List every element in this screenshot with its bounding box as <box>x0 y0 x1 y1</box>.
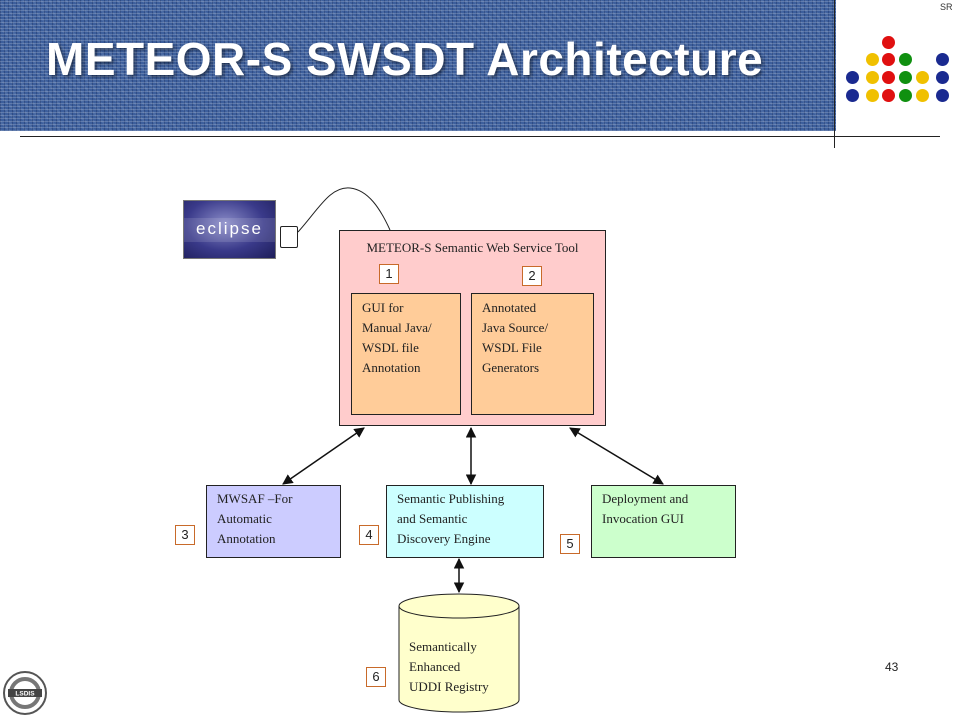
arrow-tool-mwsaf <box>282 427 365 485</box>
dot <box>936 71 949 84</box>
lsdis-logo: LSDIS <box>3 671 47 715</box>
dot <box>936 53 949 66</box>
svg-text:LSDIS: LSDIS <box>15 691 35 698</box>
tool-label: METEOR-S Semantic Web Service Tool <box>366 240 579 255</box>
plug-icon <box>280 226 298 248</box>
publishing-discovery-engine: Semantic Publishing and Semantic Discove… <box>386 485 544 558</box>
mwsaf-module: MWSAF –For Automatic Annotation <box>206 485 341 558</box>
page-number: 43 <box>885 660 899 674</box>
dot <box>866 71 879 84</box>
deployment-invocation-gui: Deployment and Invocation GUI <box>591 485 736 558</box>
semantic-web-service-tool: METEOR-S Semantic Web Service Tool GUI f… <box>339 230 606 426</box>
divider-vertical <box>834 0 835 148</box>
title-banner <box>0 0 960 131</box>
dot <box>882 53 895 66</box>
dot <box>846 89 859 102</box>
dot <box>866 89 879 102</box>
dot <box>899 53 912 66</box>
dot <box>882 36 895 49</box>
dot <box>846 71 859 84</box>
dot <box>936 89 949 102</box>
dot <box>899 71 912 84</box>
divider-horizontal <box>20 136 940 137</box>
eclipse-logo: eclipse <box>183 200 276 259</box>
dot <box>882 89 895 102</box>
registry-cylinder-top <box>398 593 520 619</box>
label-number-4: 4 <box>359 525 379 545</box>
dot <box>866 53 879 66</box>
slide-title: METEOR-S SWSDT Architecture <box>46 33 764 85</box>
uddi-registry-label: Semantically Enhanced UDDI Registry <box>409 639 489 694</box>
dot <box>916 89 929 102</box>
arrow-tool-deploy <box>569 427 664 485</box>
component-gui-annotation: GUI for Manual Java/ WSDL file Annotatio… <box>351 293 461 415</box>
label-number-3: 3 <box>175 525 195 545</box>
label-number-5: 5 <box>560 534 580 554</box>
label-number-1: 1 <box>379 264 399 284</box>
dot <box>882 71 895 84</box>
dot <box>899 89 912 102</box>
eclipse-cable <box>297 187 391 233</box>
component-source-generators: Annotated Java Source/ WSDL File Generat… <box>471 293 594 415</box>
label-number-6: 6 <box>366 667 386 687</box>
dot <box>916 71 929 84</box>
registry-cylinder-body <box>398 606 520 713</box>
label-number-2: 2 <box>522 266 542 286</box>
corner-mark: SR <box>940 2 953 12</box>
